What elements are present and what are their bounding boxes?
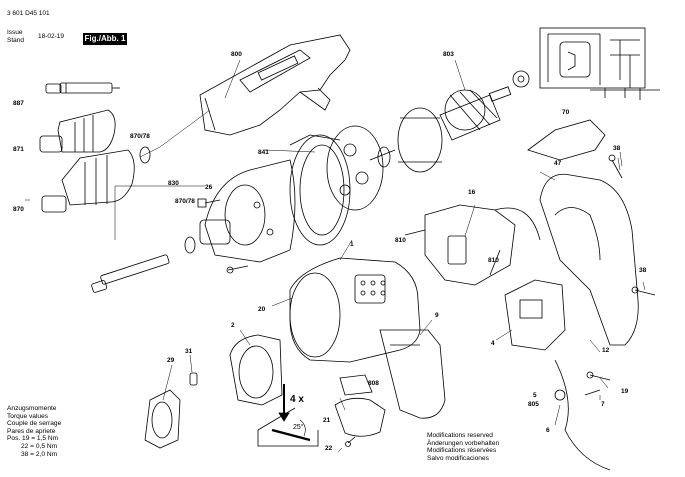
label-830: 830 <box>168 180 179 187</box>
label-841: 841 <box>258 149 269 156</box>
part-bit-lower <box>91 254 170 293</box>
torque-title-en: Torque values <box>7 412 49 420</box>
torque-title-de: Anzugsmomente <box>7 405 57 412</box>
label-12: 12 <box>602 347 610 354</box>
part-887-bit-holder <box>45 82 120 94</box>
modifications-en: Modifications reserved <box>427 432 493 439</box>
figure-label: Fig./Abb. 1 <box>83 33 127 45</box>
part-22-screw <box>345 436 356 447</box>
part-830-gearbox <box>199 159 296 263</box>
part-4-switch <box>504 279 566 351</box>
part-6-cable <box>554 359 611 471</box>
label-38-lower: 38 <box>639 267 647 274</box>
part-38-screw-upper <box>608 154 623 179</box>
label-29: 29 <box>167 357 175 364</box>
torque-pos-19: Pos. 19 = 1,5 Nm <box>7 435 59 443</box>
detail-inset <box>257 407 319 447</box>
torque-pos-22: 22 = 0,5 Nm <box>21 443 58 450</box>
torque-title-fr: Couple de serrage <box>7 420 62 428</box>
part-70-cover <box>527 119 606 161</box>
part-gear-plate <box>326 125 384 211</box>
stand-label: Stand <box>7 37 24 44</box>
part-ring <box>377 146 391 168</box>
label-803: 803 <box>443 51 454 58</box>
part-800-screw-attachment <box>199 34 351 136</box>
label-887: 887 <box>13 100 24 107</box>
wiring-schematic <box>539 27 660 100</box>
label-20: 20 <box>258 306 266 313</box>
label-800: 800 <box>231 51 242 58</box>
callout-angle: 25° <box>293 424 304 431</box>
part-21-cover <box>334 397 386 437</box>
label-871: 871 <box>13 146 24 153</box>
part-47-handle-shell <box>539 173 639 346</box>
label-810-right: 810 <box>488 257 499 264</box>
modifications-fr: Modifications réservées <box>427 447 497 455</box>
doc-number: 3 601 D45 101 <box>7 10 50 17</box>
part-38-screw-lower <box>631 286 656 296</box>
part-1-motor-housing <box>289 257 421 363</box>
label-870-78-lower: 870/78 <box>175 198 195 205</box>
label-805: 805 <box>528 401 539 408</box>
part-870-78-ring-lower <box>184 236 196 254</box>
part-871-depth-locator <box>39 109 116 153</box>
leader-lines <box>25 59 646 453</box>
issue-date: 18-02-19 <box>38 33 65 40</box>
part-803-armature <box>369 86 512 173</box>
label-7: 7 <box>601 401 605 408</box>
part-16-wiring <box>404 204 541 286</box>
part-9-grip <box>379 329 446 419</box>
torque-title-es: Pares de apriete <box>7 427 56 435</box>
label-9: 9 <box>435 312 439 319</box>
part-31-pin <box>189 372 198 386</box>
label-5: 5 <box>533 392 537 399</box>
issue-label: Issue <box>7 29 23 36</box>
label-2: 2 <box>231 322 235 329</box>
label-26: 26 <box>205 184 213 191</box>
label-16: 16 <box>468 189 476 196</box>
part-2-field <box>229 334 283 406</box>
label-38-upper: 38 <box>613 145 621 152</box>
label-19: 19 <box>621 388 629 395</box>
label-22: 22 <box>325 445 333 452</box>
label-870: 870 <box>13 206 24 213</box>
part-screw-mid <box>226 265 249 274</box>
label-1: 1 <box>350 241 354 248</box>
part-bearing <box>512 70 530 88</box>
torque-pos-38: 38 = 2,0 Nm <box>21 450 58 458</box>
label-6: 6 <box>546 427 550 434</box>
part-19-screw-b <box>584 389 601 396</box>
label-21: 21 <box>323 417 331 424</box>
part-870-depth-locator <box>41 149 135 213</box>
arrow-head <box>278 412 290 422</box>
part-19-screw <box>586 371 611 381</box>
label-870-78-upper: 870/78 <box>130 133 150 140</box>
callout-count: 4 x <box>290 394 304 405</box>
label-70: 70 <box>562 109 570 116</box>
part-808-cover <box>339 374 373 396</box>
part-26-screw <box>197 198 221 208</box>
part-29-brush-holder <box>144 389 181 449</box>
label-808: 808 <box>368 380 379 387</box>
label-31: 31 <box>185 348 193 355</box>
modifications-de: Änderungen vorbehalten <box>427 439 500 447</box>
label-47: 47 <box>554 160 562 167</box>
label-810-left: 810 <box>395 237 406 244</box>
label-4: 4 <box>491 340 495 347</box>
modifications-es: Salvo modificaciones <box>427 454 489 462</box>
part-870-78-ring-upper <box>139 146 151 164</box>
